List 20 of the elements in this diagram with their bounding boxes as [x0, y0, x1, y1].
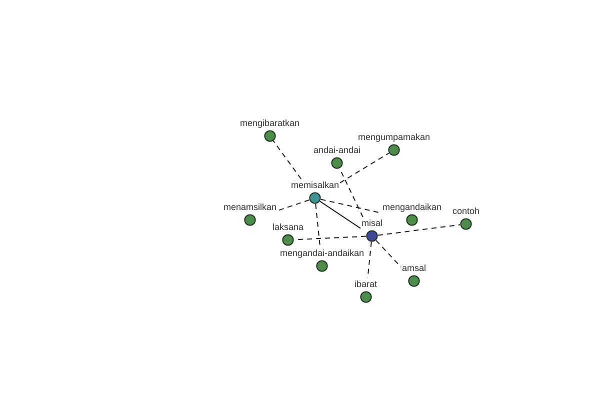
- node-label: andai-andai: [314, 145, 361, 156]
- connector-line: [320, 200, 361, 229]
- node-label: ibarat: [354, 279, 378, 290]
- node-label: laksana: [272, 222, 304, 233]
- node-label: mengandai-andaikan: [280, 248, 364, 259]
- connector-line: [272, 140, 302, 180]
- node-label: amsal: [402, 263, 426, 274]
- connector-line: [315, 203, 321, 248]
- connector-line: [340, 152, 390, 184]
- node-label: mengandaikan: [382, 202, 442, 213]
- connector-line: [376, 240, 402, 268]
- node-label: contoh: [452, 206, 480, 217]
- node-label: mengibaratkan: [240, 118, 300, 129]
- node-label: mengumpamakan: [358, 132, 430, 143]
- connector-line: [367, 241, 372, 278]
- node-label: memisalkan: [291, 180, 340, 191]
- node-label: misal: [362, 218, 383, 229]
- connector-line: [277, 199, 310, 212]
- node-label: menamsilkan: [224, 202, 277, 213]
- connector-line: [377, 224, 461, 236]
